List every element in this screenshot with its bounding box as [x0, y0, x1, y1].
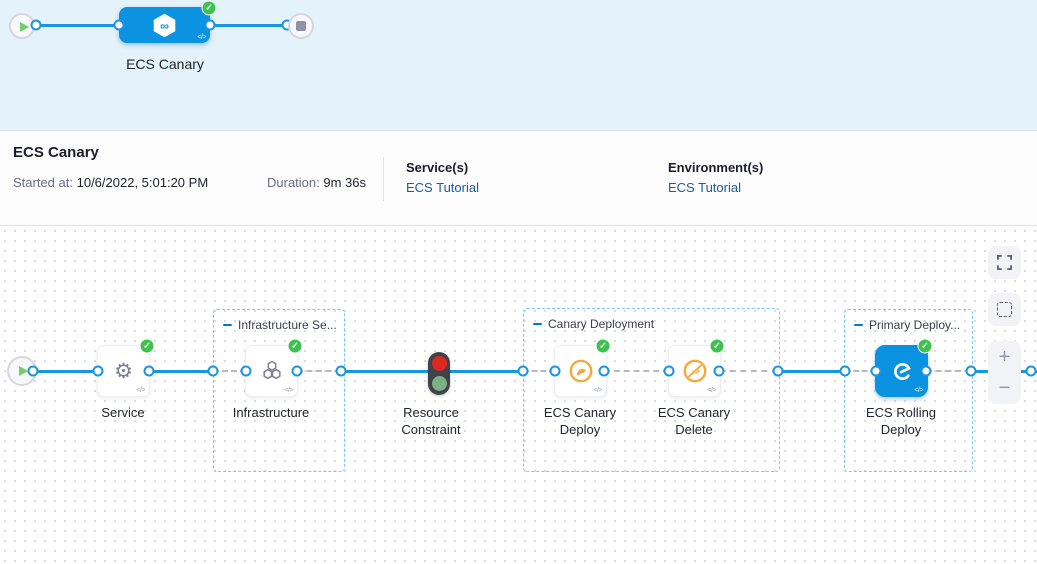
connector-dot	[871, 366, 882, 377]
zoom-in-button[interactable]: +	[999, 347, 1011, 367]
connector-dot	[714, 366, 725, 377]
success-check-icon: ✓	[140, 339, 155, 354]
step-infrastructure[interactable]: </>	[245, 345, 298, 397]
success-check-icon: ✓	[202, 1, 217, 16]
cd-hexagon-icon: ∞	[151, 12, 178, 39]
green-light	[432, 376, 447, 391]
code-icon: </>	[593, 387, 602, 394]
edge-dashed	[926, 370, 971, 372]
edge-line	[36, 24, 120, 27]
code-icon: </>	[914, 387, 923, 394]
selection-mode-button[interactable]	[988, 293, 1021, 326]
code-icon: </>	[284, 387, 293, 394]
group-label: Canary Deployment	[548, 317, 654, 331]
step-label-resource-constraint: Resource Constraint	[383, 404, 479, 438]
environment-link[interactable]: ECS Tutorial	[668, 180, 741, 195]
edge-line	[36, 370, 98, 373]
connector-dot	[599, 366, 610, 377]
canary-icon	[567, 357, 595, 385]
play-icon	[20, 22, 29, 32]
execution-info-bar: ECS Canary Started at: 10/6/2022, 5:01:2…	[0, 131, 1037, 226]
code-icon: </>	[136, 387, 145, 394]
connector-dot	[550, 366, 561, 377]
collapse-icon[interactable]	[854, 324, 863, 326]
step-label-ecs-canary-delete: ECS Canary Delete	[646, 404, 742, 438]
canary-delete-icon	[681, 357, 709, 385]
stage-node-ecs-canary[interactable]: ∞ </>	[119, 7, 210, 43]
step-label-service: Service	[75, 404, 171, 421]
environments-header: Environment(s)	[668, 160, 763, 175]
fullscreen-button[interactable]	[988, 246, 1021, 279]
edge-line	[149, 370, 214, 373]
success-check-icon: ✓	[918, 339, 933, 354]
execution-graph-canvas[interactable]: Infrastructure Se... Canary Deployment P…	[0, 226, 1037, 564]
connector-dot	[773, 366, 784, 377]
service-link[interactable]: ECS Tutorial	[406, 180, 479, 195]
edge-line	[345, 370, 429, 373]
connector-dot	[336, 366, 347, 377]
step-label-ecs-rolling-deploy: ECS Rolling Deploy	[853, 404, 949, 438]
divider	[383, 157, 384, 201]
services-header: Service(s)	[406, 160, 468, 175]
group-label: Primary Deploy...	[869, 318, 960, 332]
connector-dot	[205, 20, 216, 31]
fullscreen-icon	[997, 255, 1012, 270]
connector-dot	[114, 20, 125, 31]
svg-text:∞: ∞	[160, 19, 169, 33]
execution-title: ECS Canary	[13, 144, 99, 161]
zoom-out-button[interactable]: −	[999, 378, 1011, 398]
resource-constraint-traffic-light-icon[interactable]	[428, 352, 450, 395]
stage-name-label: ECS Canary	[110, 56, 220, 72]
connector-dot	[144, 366, 155, 377]
step-service[interactable]: ⚙ </>	[97, 345, 150, 397]
connector-dot	[1026, 366, 1037, 377]
step-label-ecs-canary-deploy: ECS Canary Deploy	[532, 404, 628, 438]
duration: Duration: 9m 36s	[267, 175, 366, 190]
connector-dot	[664, 366, 675, 377]
connector-dot	[921, 366, 932, 377]
success-check-icon: ✓	[596, 339, 611, 354]
connector-dot	[28, 366, 39, 377]
ecs-rolling-swirl-icon	[889, 358, 915, 384]
connector-dot	[518, 366, 529, 377]
code-icon: </>	[707, 387, 716, 394]
code-icon: </>	[197, 34, 206, 41]
infrastructure-hexagons-icon	[259, 358, 285, 384]
edge-line	[210, 24, 289, 27]
connector-dot	[966, 366, 977, 377]
step-label-infrastructure: Infrastructure	[223, 404, 319, 421]
group-label: Infrastructure Se...	[238, 318, 337, 332]
connector-dot	[840, 366, 851, 377]
gear-icon: ⚙	[114, 361, 133, 382]
stop-icon	[296, 21, 306, 31]
zoom-controls: + −	[988, 341, 1021, 404]
connector-dot	[93, 366, 104, 377]
success-check-icon: ✓	[288, 339, 303, 354]
edge-line	[780, 370, 845, 373]
red-light	[432, 356, 447, 371]
edge-dashed	[604, 370, 669, 372]
pipeline-end-node[interactable]	[288, 13, 314, 39]
edge-dashed	[297, 370, 341, 372]
success-check-icon: ✓	[710, 339, 725, 354]
edge-line	[450, 370, 523, 373]
collapse-icon[interactable]	[223, 324, 232, 326]
edge-dashed	[719, 370, 778, 372]
pipeline-stage-banner: ∞ </> ✓ ECS Canary	[0, 0, 1037, 131]
marquee-icon	[997, 302, 1012, 317]
connector-dot	[241, 366, 252, 377]
started-at: Started at: 10/6/2022, 5:01:20 PM	[13, 175, 208, 190]
connector-dot	[208, 366, 219, 377]
connector-dot	[292, 366, 303, 377]
connector-dot	[31, 20, 42, 31]
collapse-icon[interactable]	[533, 323, 542, 325]
